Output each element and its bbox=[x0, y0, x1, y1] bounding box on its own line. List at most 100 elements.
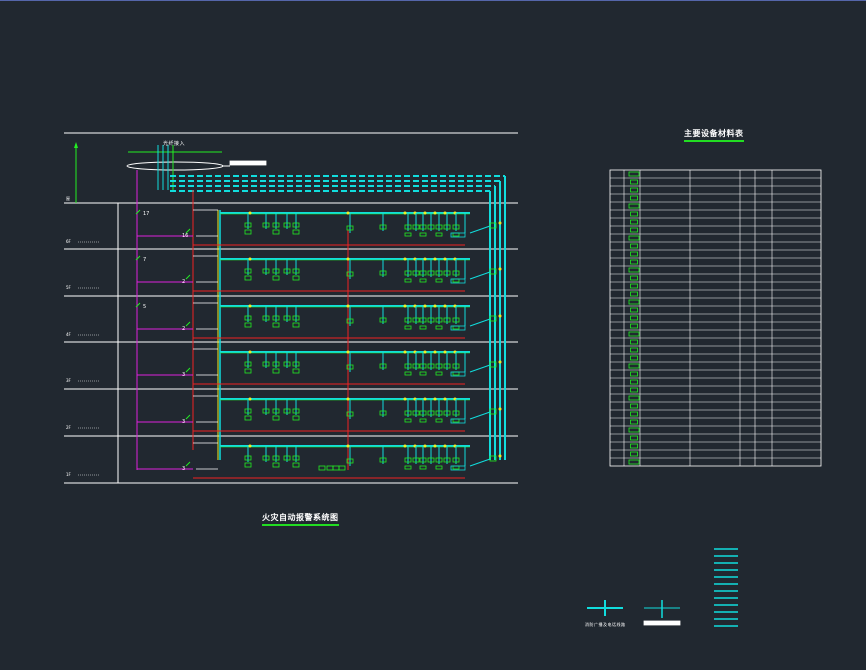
table-symbol-icon bbox=[630, 403, 638, 409]
floor-level-label: 2F bbox=[66, 425, 72, 430]
table-symbol-icon bbox=[630, 315, 638, 321]
detector-device bbox=[272, 229, 280, 235]
count-tick bbox=[135, 209, 141, 215]
detector-device bbox=[332, 465, 340, 471]
detector-device bbox=[427, 457, 435, 463]
junction-node bbox=[498, 454, 502, 458]
junction-node bbox=[403, 304, 407, 308]
detector-device bbox=[346, 411, 354, 417]
legend-caption: 消防广播及电话线路 bbox=[585, 622, 626, 627]
detector-device bbox=[346, 271, 354, 277]
junction-node bbox=[433, 350, 437, 354]
detector-device bbox=[412, 270, 420, 276]
up-arrow-icon bbox=[74, 142, 78, 148]
legend-area bbox=[587, 548, 738, 627]
device-count-label: 3 bbox=[182, 419, 185, 425]
detector-device bbox=[292, 368, 300, 374]
module-link-line bbox=[469, 271, 491, 280]
device-count-label: 2 bbox=[182, 326, 185, 332]
detector-device bbox=[272, 268, 280, 274]
detector-device bbox=[412, 410, 420, 416]
detector-device bbox=[272, 222, 280, 228]
detector-device bbox=[292, 462, 300, 468]
detector-device bbox=[419, 270, 427, 276]
junction-node bbox=[423, 211, 427, 215]
detector-device bbox=[404, 232, 412, 237]
module-box bbox=[489, 408, 497, 415]
junction-node bbox=[423, 257, 427, 261]
table-symbol-icon bbox=[630, 283, 638, 289]
detector-device bbox=[283, 455, 291, 461]
detector-device bbox=[272, 315, 280, 321]
detector-device bbox=[452, 270, 460, 276]
table-symbol-icon bbox=[630, 187, 638, 193]
detector-device bbox=[292, 415, 300, 421]
table-symbol-icon bbox=[630, 339, 638, 345]
table-symbol-icon bbox=[630, 259, 638, 265]
table-symbol-icon bbox=[630, 443, 638, 449]
detector-device bbox=[427, 317, 435, 323]
detector-device bbox=[427, 270, 435, 276]
device-count-label: 17 bbox=[143, 211, 149, 217]
detector-device bbox=[452, 325, 460, 330]
detector-device bbox=[435, 232, 443, 237]
table-symbol-icon bbox=[628, 235, 640, 241]
detector-device bbox=[244, 268, 252, 274]
terminal-box bbox=[450, 465, 466, 471]
detector-device bbox=[404, 418, 412, 423]
detector-device bbox=[244, 322, 252, 328]
system-diagram-title: 火灾自动报警系统图 bbox=[262, 512, 339, 526]
table-symbol-icon bbox=[630, 251, 638, 257]
count-tick bbox=[185, 461, 191, 467]
detector-device bbox=[452, 363, 460, 369]
detector-device bbox=[292, 222, 300, 228]
detector-device bbox=[404, 278, 412, 283]
detector-device bbox=[244, 408, 252, 414]
detector-device bbox=[292, 268, 300, 274]
count-tick bbox=[185, 228, 191, 234]
module-link-line bbox=[469, 225, 491, 234]
table-symbol-icon bbox=[628, 363, 640, 369]
detector-device bbox=[283, 268, 291, 274]
junction-node bbox=[423, 304, 427, 308]
floor-level-label: 4F bbox=[66, 332, 72, 337]
junction-node bbox=[498, 314, 502, 318]
detector-device bbox=[283, 361, 291, 367]
detector-device bbox=[435, 465, 443, 470]
detector-device bbox=[379, 410, 387, 416]
detector-device bbox=[292, 275, 300, 281]
detector-device bbox=[244, 222, 252, 228]
module-link-line bbox=[469, 458, 491, 467]
detector-device bbox=[452, 371, 460, 376]
junction-node bbox=[403, 211, 407, 215]
detector-device bbox=[419, 465, 427, 470]
detector-device bbox=[292, 322, 300, 328]
detector-device bbox=[443, 317, 451, 323]
detector-device bbox=[262, 222, 270, 228]
detector-device bbox=[272, 361, 280, 367]
table-symbol-icon bbox=[630, 219, 638, 225]
detector-device bbox=[326, 465, 334, 471]
detector-device bbox=[412, 457, 420, 463]
device-count-label: 7 bbox=[143, 257, 146, 263]
floor-row: 3 bbox=[137, 395, 502, 432]
device-count-label: 2 bbox=[182, 279, 185, 285]
detector-device bbox=[452, 278, 460, 283]
detector-device bbox=[419, 232, 427, 237]
detector-device bbox=[435, 317, 443, 323]
junction-node bbox=[346, 304, 350, 308]
detector-device bbox=[427, 410, 435, 416]
detector-device bbox=[404, 363, 412, 369]
junction-node bbox=[423, 350, 427, 354]
table-symbol-icon bbox=[630, 435, 638, 441]
table-symbol-icon bbox=[630, 411, 638, 417]
material-table bbox=[609, 169, 822, 467]
module-box bbox=[489, 222, 497, 229]
detector-device bbox=[412, 224, 420, 230]
device-count-label: 3 bbox=[182, 466, 185, 472]
table-symbol-icon bbox=[630, 275, 638, 281]
detector-device bbox=[435, 371, 443, 376]
